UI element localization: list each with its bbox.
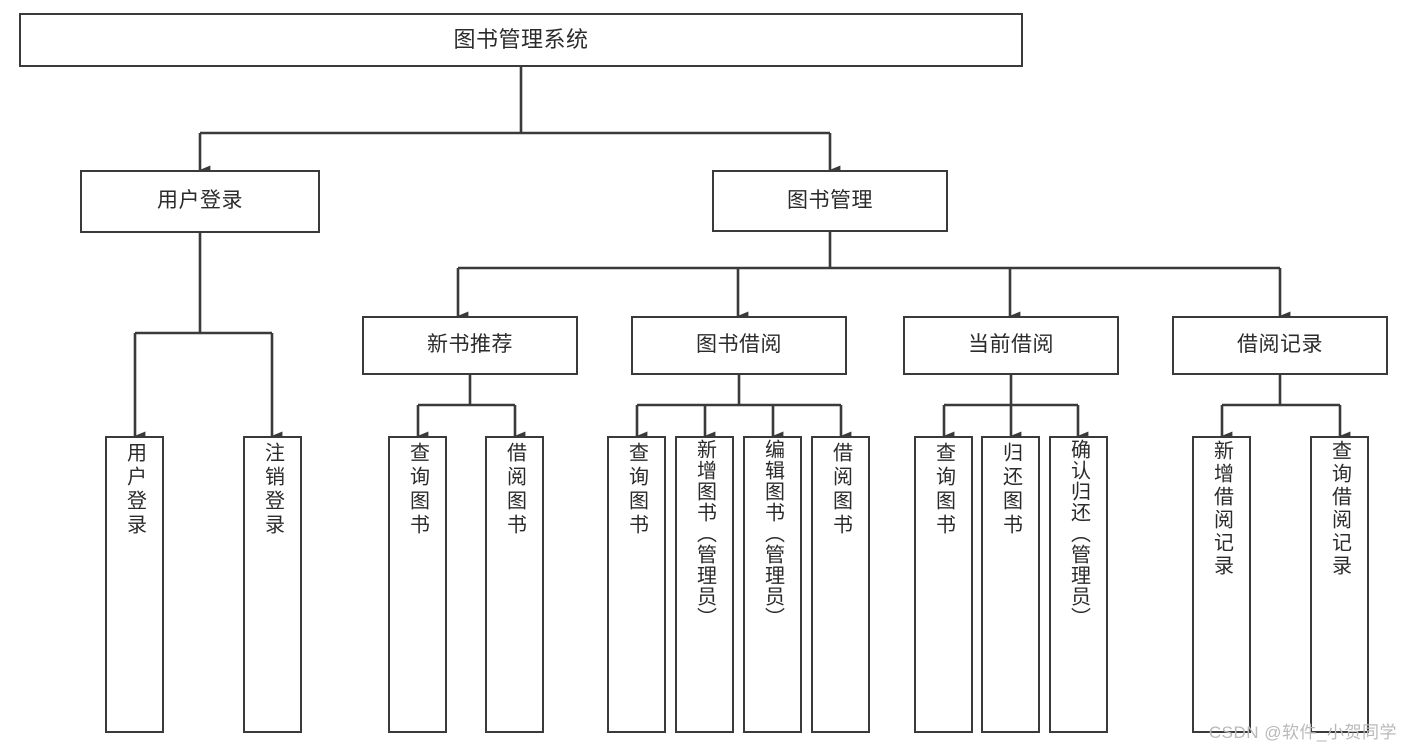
leaf-book-borrow-borrow-book[interactable]: 借阅图书: [811, 436, 870, 733]
node-user-login[interactable]: 用户登录: [80, 170, 320, 233]
leaf-label: 编辑图书（管理员）: [761, 439, 784, 628]
node-root[interactable]: 图书管理系统: [19, 13, 1023, 67]
node-borrow-record[interactable]: 借阅记录: [1172, 316, 1388, 375]
leaf-borrow-record-query-record[interactable]: 查询借阅记录: [1310, 436, 1369, 733]
leaf-current-borrow-return-book[interactable]: 归还图书: [981, 436, 1040, 733]
leaf-label: 归还图书: [999, 442, 1022, 538]
leaf-new-book-borrow-book[interactable]: 借阅图书: [485, 436, 544, 733]
leaf-label: 查询图书: [625, 442, 648, 538]
leaf-label: 查询借阅记录: [1328, 440, 1351, 578]
leaf-label: 新增借阅记录: [1210, 440, 1233, 578]
leaf-label: 借阅图书: [503, 442, 526, 538]
node-book-management[interactable]: 图书管理: [712, 170, 948, 232]
leaf-current-borrow-query-book[interactable]: 查询图书: [914, 436, 973, 733]
leaf-label: 新增图书（管理员）: [693, 439, 716, 628]
leaf-label: 查询图书: [932, 442, 955, 538]
leaf-new-book-query-book[interactable]: 查询图书: [388, 436, 447, 733]
leaf-user-login-logout[interactable]: 注销登录: [243, 436, 302, 733]
leaf-user-login-login[interactable]: 用户登录: [105, 436, 164, 733]
leaf-label: 确认归还（管理员）: [1067, 439, 1090, 628]
leaf-label: 查询图书: [406, 442, 429, 538]
leaf-label: 用户登录: [123, 442, 146, 538]
node-current-borrow[interactable]: 当前借阅: [903, 316, 1119, 375]
leaf-book-borrow-query-book[interactable]: 查询图书: [607, 436, 666, 733]
leaf-book-borrow-add-book[interactable]: 新增图书（管理员）: [675, 436, 734, 733]
watermark-text: CSDN @软件_小贺同学: [1208, 723, 1397, 742]
node-book-borrow[interactable]: 图书借阅: [631, 316, 847, 375]
leaf-label: 注销登录: [261, 442, 284, 538]
leaf-borrow-record-add-record[interactable]: 新增借阅记录: [1192, 436, 1251, 733]
leaf-label: 借阅图书: [829, 442, 852, 538]
node-new-book-recommend[interactable]: 新书推荐: [362, 316, 578, 375]
leaf-book-borrow-edit-book[interactable]: 编辑图书（管理员）: [743, 436, 802, 733]
leaf-current-borrow-confirm-return[interactable]: 确认归还（管理员）: [1049, 436, 1108, 733]
